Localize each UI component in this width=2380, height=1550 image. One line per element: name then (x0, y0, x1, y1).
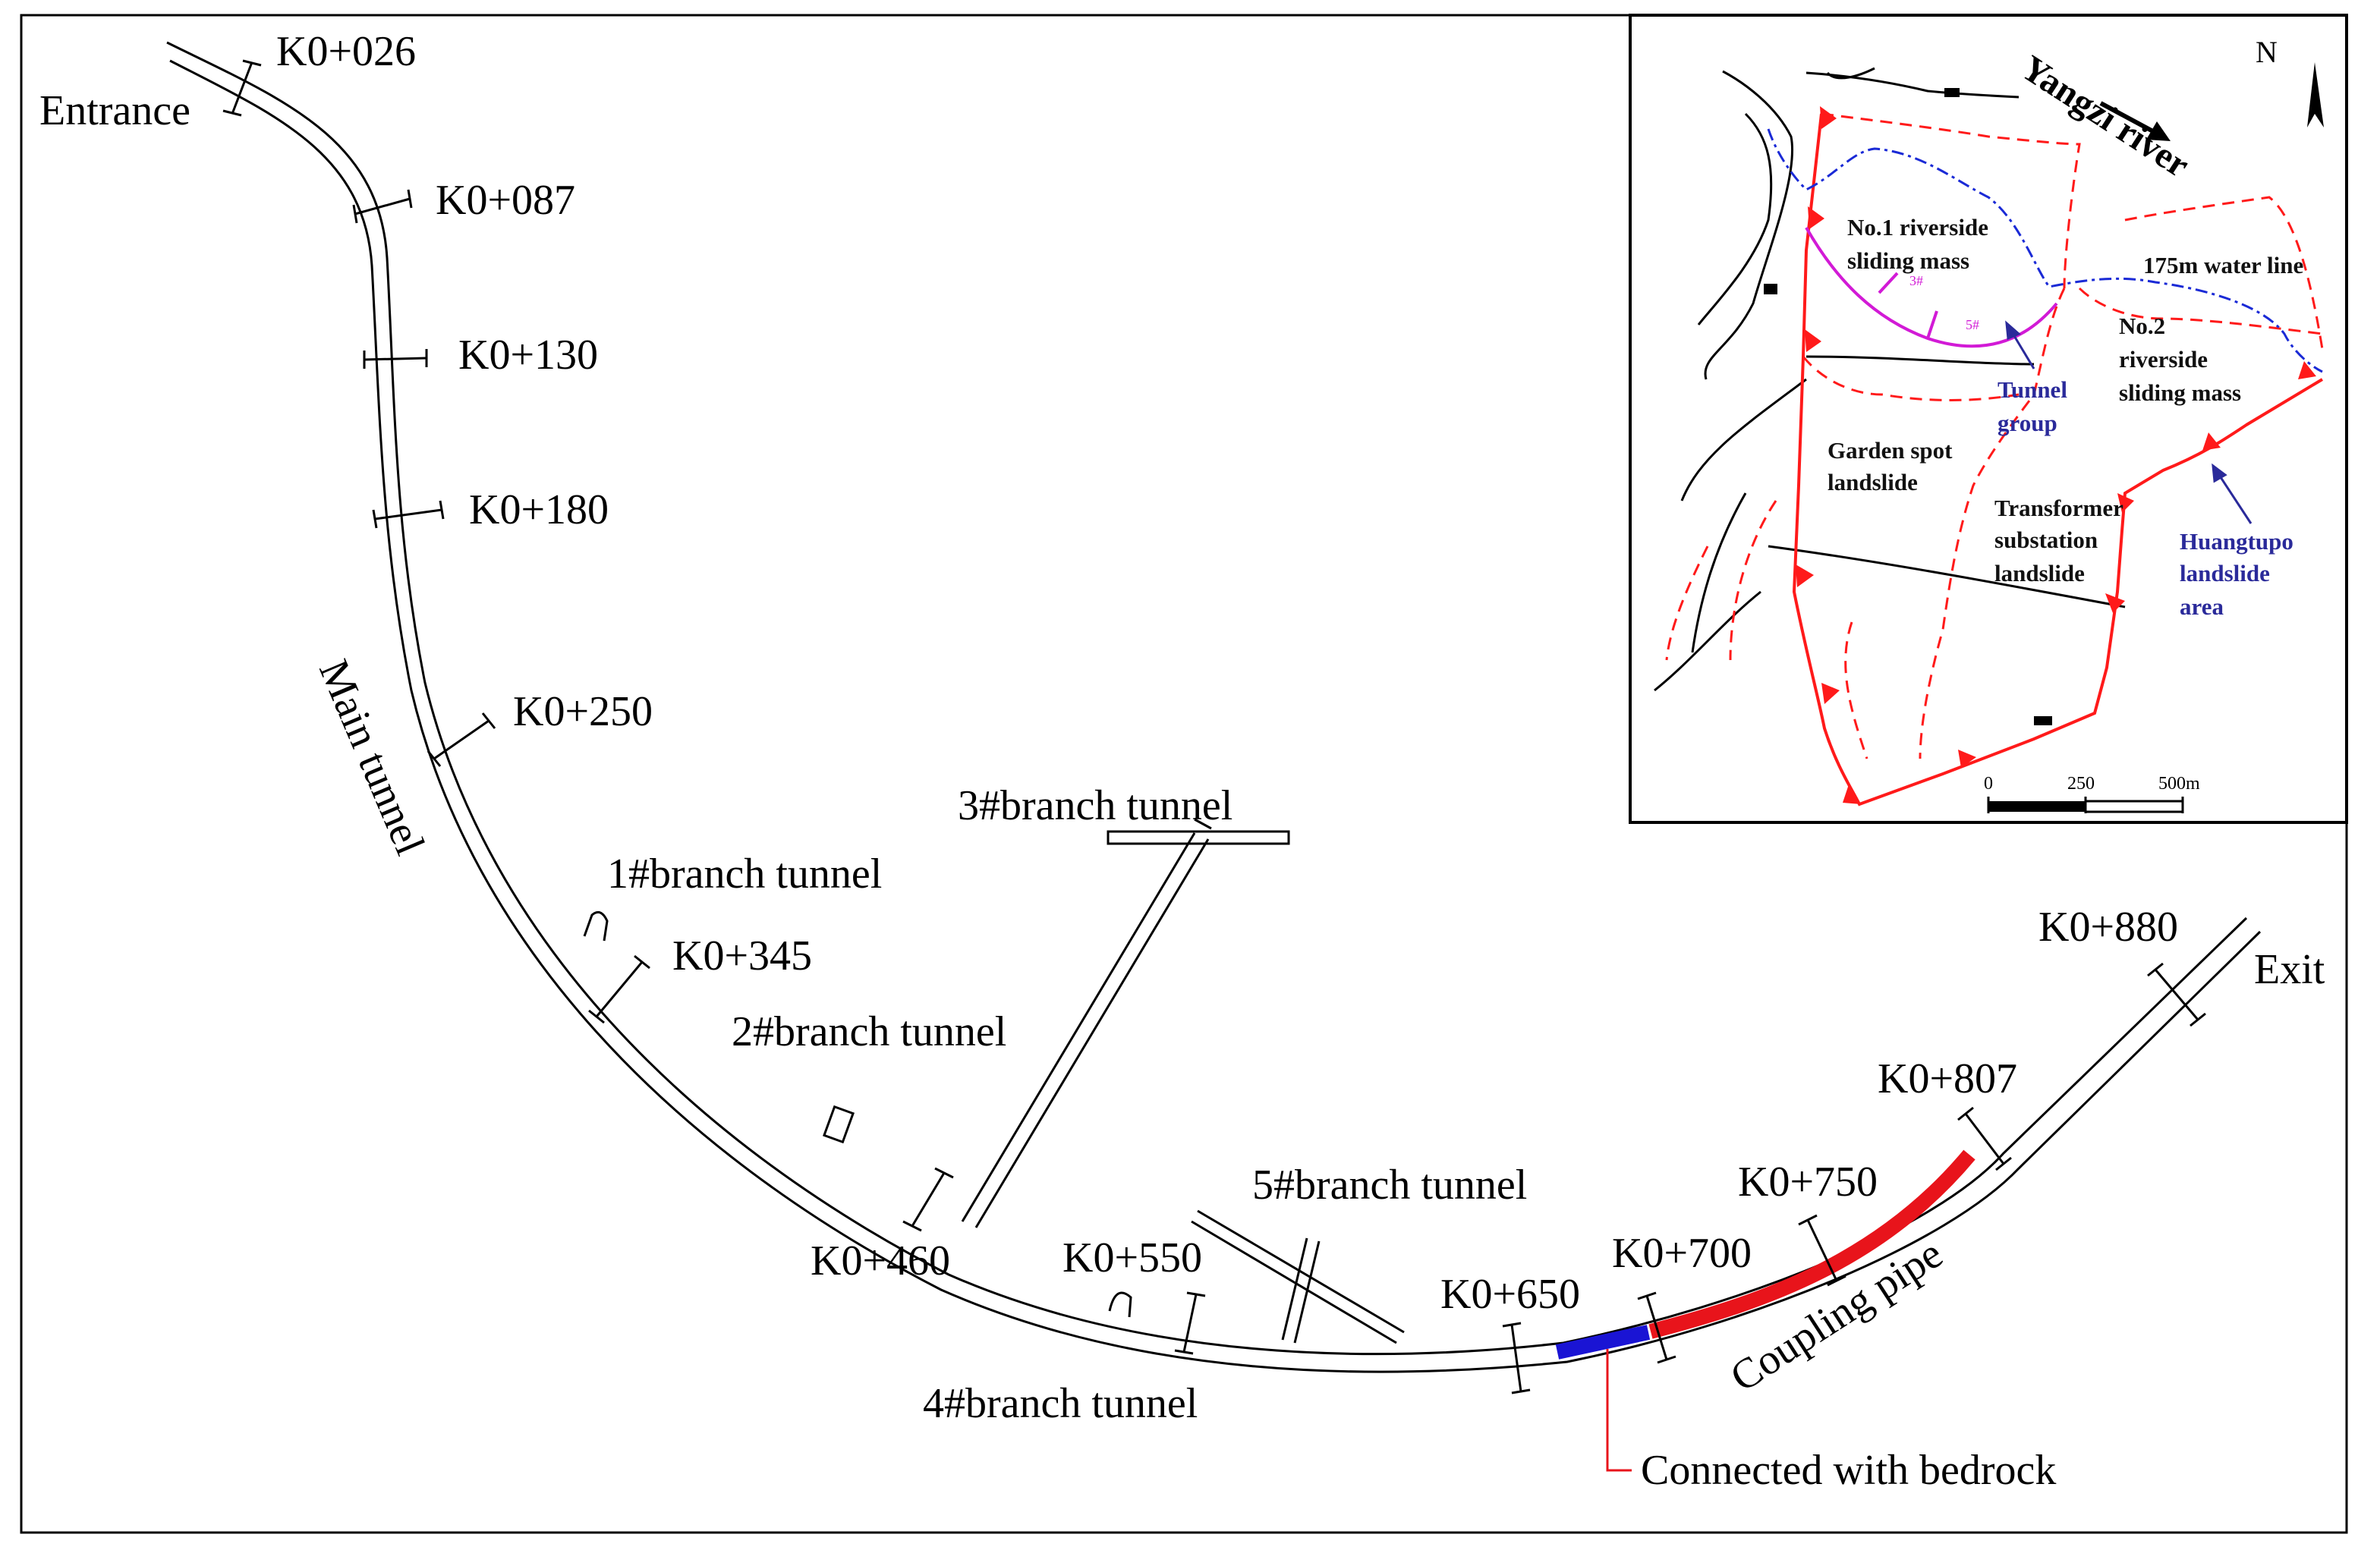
chainage-label-k0-750: K0+750 (1738, 1159, 1878, 1206)
water-line-label: 175m water line (2143, 252, 2303, 278)
scale-label-0: 0 (1984, 774, 1993, 794)
branch-tunnels (583, 818, 1405, 1344)
garden-spot-line2: landslide (1828, 469, 1918, 495)
sliding-mass-2-line3: sliding mass (2119, 379, 2241, 406)
garden-spot-line1: Garden spot (1828, 437, 1953, 464)
chainage-label-k0-807: K0+807 (1878, 1055, 2017, 1102)
tunnel-group-line2: group (1998, 410, 2057, 436)
sliding-mass-2-line1: No.2 (2119, 313, 2165, 339)
transformer-line1: Transformer (1994, 495, 2123, 521)
chainage-ticks (222, 59, 2206, 1394)
tick-k0-550 (1174, 1291, 1206, 1355)
north-label: N (2256, 35, 2278, 69)
branch-tunnel-4-label: 4#branch tunnel (923, 1380, 1198, 1427)
exit-label: Exit (2254, 946, 2325, 993)
sliding-mass-1-line2: sliding mass (1847, 247, 1969, 274)
huangtupo-line1: Huangtupo (2180, 528, 2293, 555)
branch-tunnel-3-label: 3#branch tunnel (958, 782, 1232, 829)
scale-label-250: 250 (2067, 774, 2095, 794)
chainage-label-k0-345: K0+345 (672, 932, 812, 979)
scale-bar (1987, 797, 2184, 813)
branch-tunnel-3 (961, 818, 1290, 1228)
sub-landslide-boundaries (1665, 112, 2324, 759)
shaft-label-3: 3# (1909, 273, 1923, 288)
bedrock-label: Connected with bedrock (1641, 1447, 2056, 1494)
chainage-label-k0-880: K0+880 (2038, 904, 2178, 951)
shaft-label-5: 5# (1966, 317, 1979, 332)
tick-k0-250 (427, 712, 496, 767)
branch-tunnel-4-stub (1108, 1291, 1132, 1318)
bedrock-leader-line (1606, 1349, 1632, 1472)
boundary-triangles (1796, 106, 2316, 804)
tick-k0-460 (902, 1167, 954, 1232)
huangtupo-boundary (1792, 113, 2324, 806)
bedrock-connection-segment (1555, 1325, 1651, 1360)
huangtupo-arrow (2212, 463, 2252, 524)
main-tunnel-inner-wall (169, 59, 2262, 1373)
chainage-label-k0-087: K0+087 (436, 177, 575, 224)
chainage-label-k0-250: K0+250 (513, 688, 653, 735)
branch-tunnel-2-stub (823, 1105, 855, 1144)
coupling-pipe (1648, 1149, 1975, 1339)
sliding-mass-1-line1: No.1 riverside (1847, 214, 1988, 241)
chainage-label-k0-550: K0+550 (1062, 1234, 1202, 1281)
tick-k0-130 (363, 349, 428, 369)
huangtupo-line3: area (2180, 593, 2224, 620)
tick-k0-180 (372, 500, 445, 529)
main-tunnel-label: Main tunnel (310, 653, 433, 862)
tick-k0-650 (1502, 1322, 1531, 1394)
branch-tunnel-1-label: 1#branch tunnel (607, 850, 882, 898)
inset-frame (1629, 14, 2348, 824)
chainage-label-k0-650: K0+650 (1440, 1271, 1580, 1318)
river-direction-arrow-icon (2099, 101, 2171, 141)
entrance-label: Entrance (39, 87, 190, 134)
main-tunnel-outer-wall (166, 41, 2248, 1356)
huangtupo-line2: landslide (2180, 560, 2270, 586)
tunnel-group-arrow (2005, 320, 2035, 369)
water-line-175m (1767, 128, 2323, 373)
transformer-line3: landslide (1994, 560, 2085, 586)
north-arrow-icon (2307, 62, 2324, 127)
inset-map: N Yangzi river No.1 riverside sliding ma… (1629, 14, 2348, 824)
main-tunnel (166, 41, 2262, 1373)
inset-house-symbols (1764, 88, 2052, 725)
tick-k0-750 (1798, 1214, 1846, 1287)
chainage-label-k0-180: K0+180 (469, 486, 609, 533)
chainage-label-k0-026: K0+026 (276, 28, 416, 75)
tick-k0-026 (222, 59, 262, 117)
tick-k0-700 (1637, 1291, 1676, 1364)
tick-k0-345 (588, 954, 650, 1024)
chainage-label-k0-700: K0+700 (1612, 1230, 1752, 1277)
tunnel-group-line1: Tunnel (1998, 376, 2067, 403)
chainage-label-k0-130: K0+130 (458, 332, 598, 379)
branch-tunnel-5 (1191, 1209, 1405, 1344)
inset-terrain-lines (1654, 67, 2126, 692)
tick-k0-807 (1957, 1106, 2012, 1171)
tick-k0-880 (2147, 962, 2206, 1027)
branch-tunnel-2-label: 2#branch tunnel (732, 1008, 1006, 1055)
scale-label-500m: 500m (2158, 774, 2200, 794)
transformer-line2: substation (1994, 527, 2098, 553)
branch-tunnel-1-stub (583, 910, 609, 942)
chainage-label-k0-460: K0+460 (811, 1237, 950, 1284)
tick-k0-087 (352, 189, 413, 224)
branch-tunnel-5-label: 5#branch tunnel (1252, 1162, 1527, 1209)
sliding-mass-2-line2: riverside (2119, 346, 2208, 373)
